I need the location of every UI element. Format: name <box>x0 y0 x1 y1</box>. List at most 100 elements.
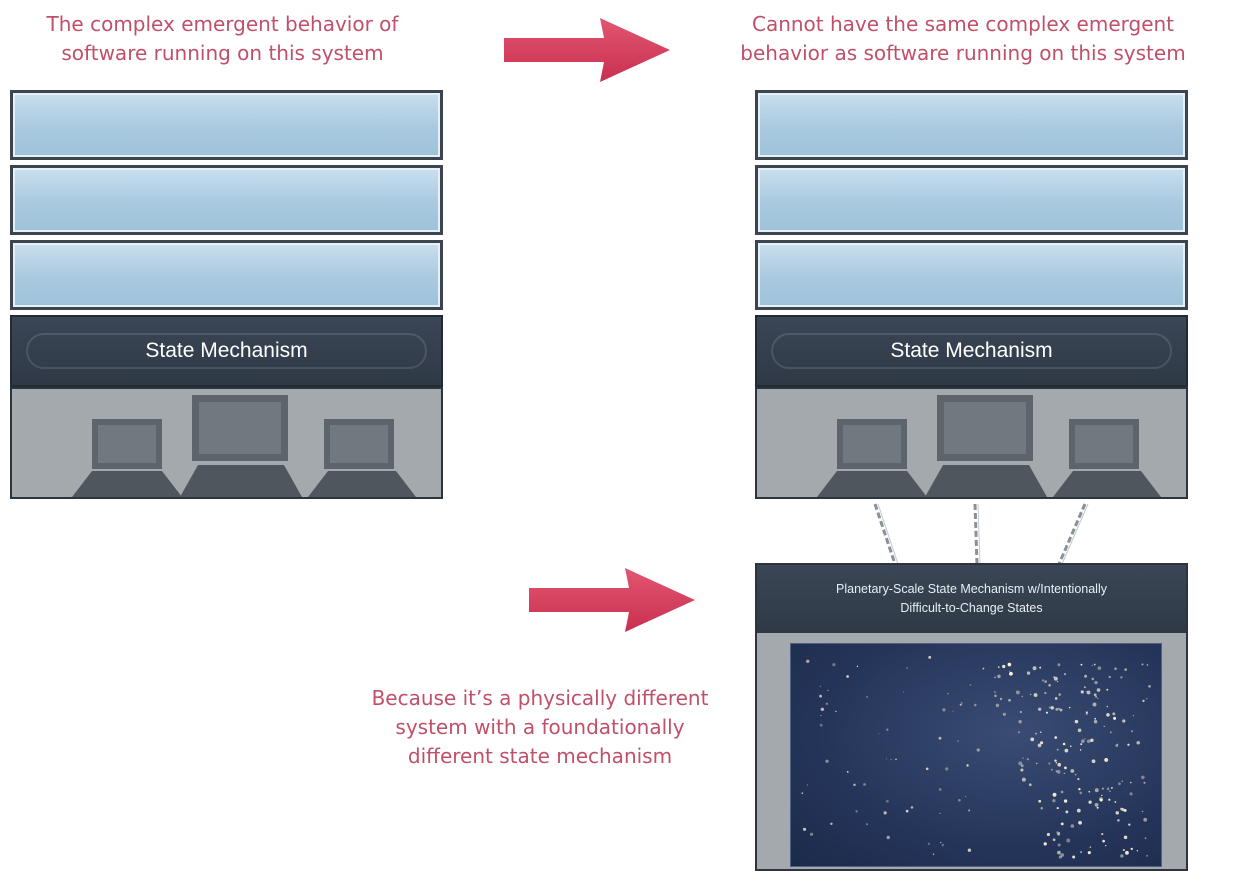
city-light <box>967 848 972 852</box>
city-light <box>957 740 959 742</box>
city-light <box>1129 781 1132 784</box>
city-light <box>1130 847 1133 850</box>
city-light <box>885 799 889 803</box>
city-light <box>1054 759 1057 762</box>
city-light <box>1068 706 1071 709</box>
city-light <box>1092 702 1097 707</box>
city-light <box>1088 800 1092 804</box>
right-caption-line-2: behavior as software running on this sys… <box>740 41 1186 65</box>
city-light <box>994 691 996 693</box>
city-light <box>1080 851 1082 854</box>
city-light <box>1101 832 1104 836</box>
state-mechanism-band: State Mechanism <box>10 315 443 387</box>
city-light <box>883 811 887 815</box>
city-lights <box>801 655 1151 859</box>
city-light <box>1054 697 1058 700</box>
city-light <box>820 714 822 717</box>
city-light <box>1026 758 1029 761</box>
city-light <box>885 758 888 760</box>
city-light <box>1018 761 1023 766</box>
city-light <box>1105 845 1107 847</box>
city-light <box>1048 762 1051 765</box>
city-light <box>1136 850 1139 852</box>
city-light <box>1048 706 1051 709</box>
city-light <box>1141 663 1144 666</box>
city-light <box>925 767 929 771</box>
city-light <box>982 667 985 670</box>
software-layer <box>755 90 1188 160</box>
city-light <box>1108 798 1111 801</box>
city-light <box>905 809 909 813</box>
city-light <box>1033 693 1038 697</box>
city-light <box>1127 743 1130 746</box>
city-light <box>1091 759 1096 764</box>
city-light <box>1055 762 1058 764</box>
city-light <box>1106 787 1110 791</box>
city-light <box>910 806 914 809</box>
city-light <box>906 667 908 669</box>
city-light <box>952 710 954 712</box>
city-light <box>1109 731 1112 734</box>
city-light <box>802 827 807 831</box>
city-light <box>968 809 971 812</box>
city-light <box>1070 769 1075 773</box>
city-light <box>1008 698 1011 702</box>
city-light <box>1028 783 1032 787</box>
bottom-caption: Because it’s a physically different syst… <box>320 684 760 771</box>
city-light <box>855 810 858 813</box>
city-light <box>1096 688 1101 692</box>
city-light <box>1064 748 1069 753</box>
city-light <box>819 723 823 727</box>
city-light <box>878 733 880 735</box>
city-light <box>1063 772 1066 775</box>
city-light <box>942 708 946 712</box>
city-light <box>959 703 962 706</box>
city-light <box>1074 773 1077 776</box>
city-light <box>1086 690 1091 695</box>
city-light <box>1053 676 1055 678</box>
city-light <box>1018 731 1020 734</box>
city-light <box>1015 690 1020 695</box>
city-light <box>1065 810 1069 814</box>
city-light <box>1055 770 1057 772</box>
left-system-stack: State Mechanism <box>10 90 443 499</box>
city-light <box>1114 801 1117 804</box>
computer-row <box>10 387 443 499</box>
city-light <box>1094 802 1099 807</box>
city-light <box>1097 697 1099 700</box>
arrow-right-icon <box>529 568 695 632</box>
city-light <box>1066 838 1071 843</box>
night-lights-map <box>790 643 1162 867</box>
city-light <box>1120 676 1123 679</box>
city-light <box>945 767 949 771</box>
city-light <box>806 659 810 663</box>
city-light <box>863 783 866 786</box>
bottom-caption-line-1: Because it’s a physically different <box>371 686 709 710</box>
city-light <box>999 697 1003 701</box>
computer-icon <box>72 395 416 497</box>
city-light <box>1093 663 1096 666</box>
city-light <box>1062 742 1066 746</box>
city-light <box>928 655 932 659</box>
city-light <box>932 853 935 855</box>
city-light <box>846 675 849 678</box>
city-light <box>1084 674 1088 678</box>
city-light <box>1018 720 1022 724</box>
city-light <box>1078 820 1082 825</box>
city-light <box>1087 851 1091 855</box>
city-light <box>886 728 889 731</box>
city-light <box>1035 732 1037 735</box>
city-light <box>1052 792 1057 797</box>
city-light <box>938 736 942 740</box>
software-layer <box>10 165 443 235</box>
city-light <box>1070 745 1072 747</box>
city-light <box>1058 832 1061 834</box>
city-light <box>1041 679 1045 682</box>
city-light <box>1101 787 1104 790</box>
city-light <box>1057 850 1061 855</box>
city-light <box>1091 677 1095 681</box>
city-light <box>939 812 941 815</box>
city-light <box>1121 808 1125 812</box>
city-light <box>1054 736 1058 739</box>
planetary-title: Planetary-Scale State Mechanism w/Intent… <box>757 565 1186 633</box>
